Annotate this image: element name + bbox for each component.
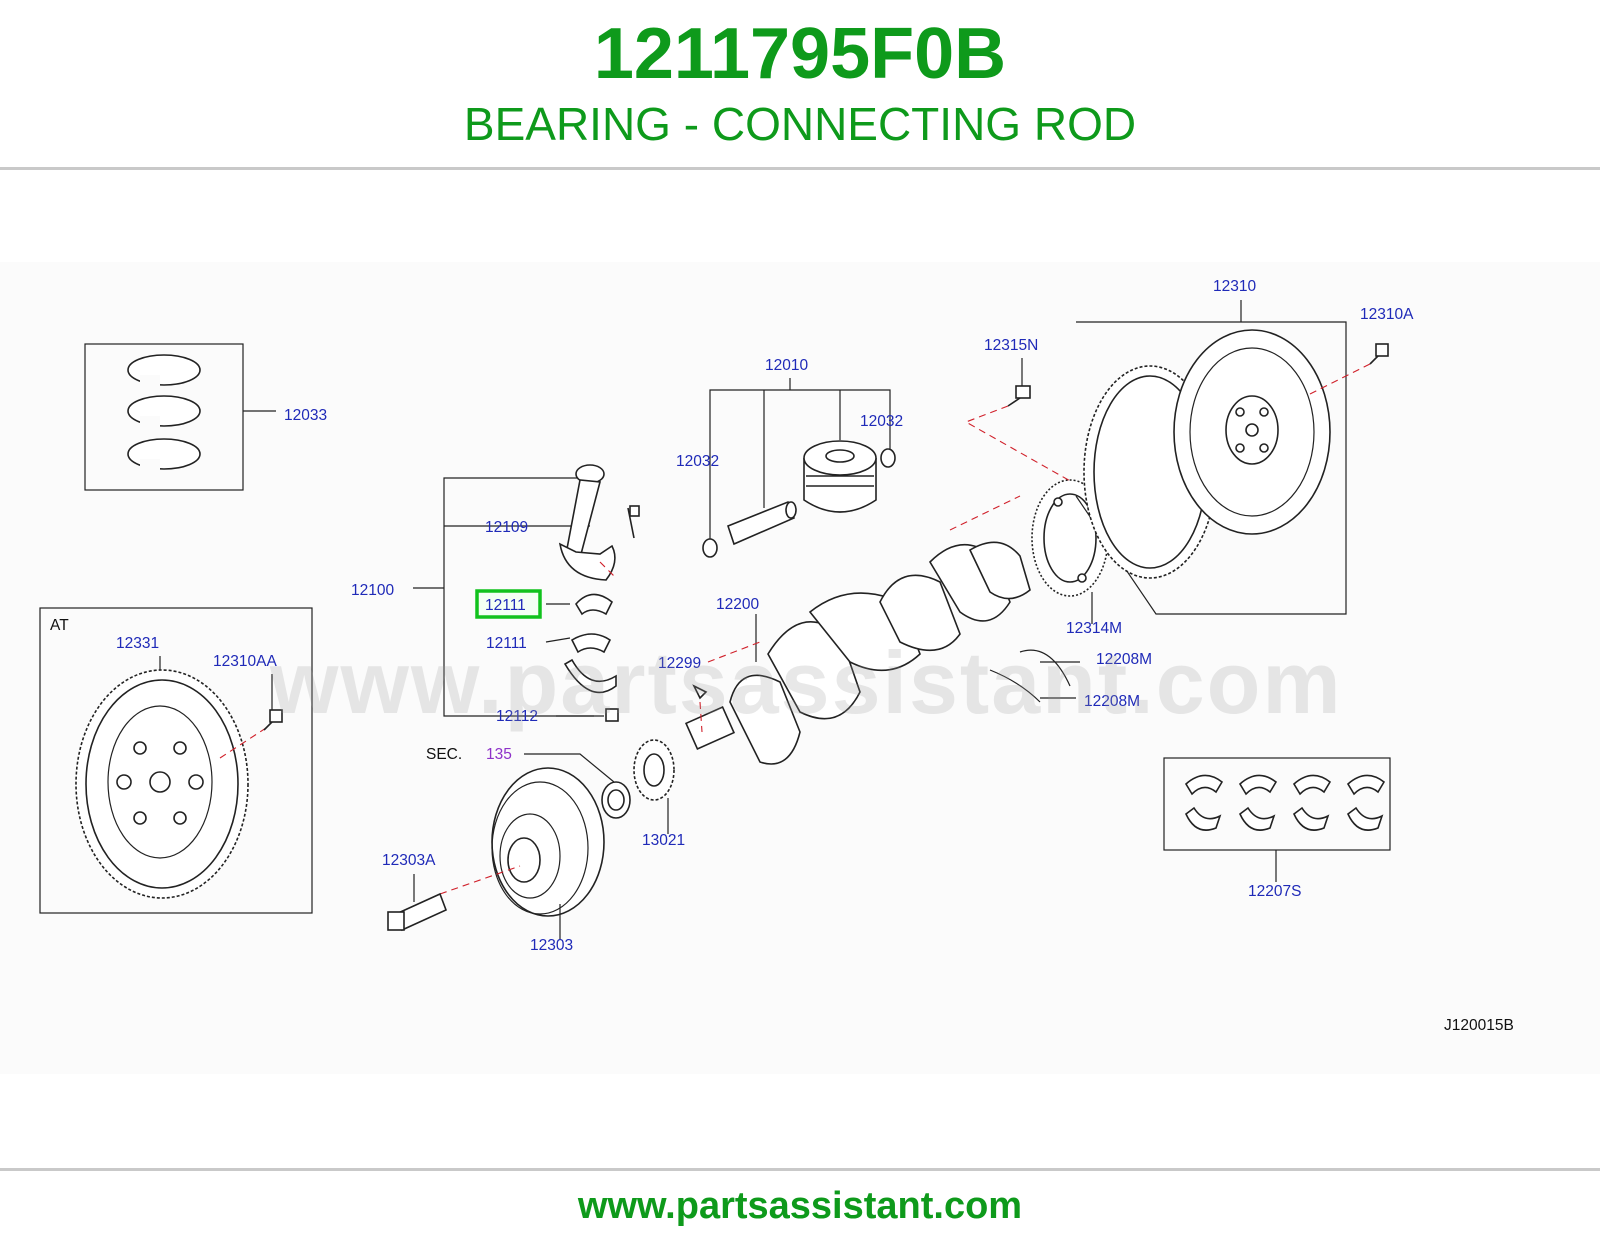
drive-plate bbox=[75, 669, 249, 899]
callout-12109[interactable]: 12109 bbox=[485, 519, 528, 536]
piston-group-bracket bbox=[709, 378, 891, 542]
callout-12299[interactable]: 12299 bbox=[658, 655, 701, 672]
footer-url-link[interactable]: www.partsassistant.com bbox=[577, 1185, 1023, 1227]
callout-12112[interactable]: 12112 bbox=[496, 708, 538, 725]
connecting-rod bbox=[558, 464, 640, 581]
highlighted-callout-box[interactable] bbox=[475, 589, 542, 619]
at-inset-label: AT bbox=[50, 617, 69, 634]
lower-bearing-shell bbox=[570, 633, 612, 654]
crank-pulley bbox=[491, 767, 605, 917]
rod-group-bracket bbox=[413, 477, 594, 717]
sec-number-link[interactable]: 135 bbox=[486, 746, 512, 763]
part-number-title: 1211795F0B bbox=[593, 14, 1007, 94]
flywheel-bolt bbox=[1007, 385, 1031, 407]
rod-guide-line bbox=[599, 561, 616, 578]
thrust-washer-upper bbox=[1019, 649, 1071, 687]
callout-12208M-upper[interactable]: 12208M bbox=[1096, 651, 1152, 668]
flywheel bbox=[1083, 329, 1331, 579]
parts-diagram: 12033 12100 12109 12111 12111 12112 1201… bbox=[0, 262, 1600, 1074]
callout-12032-left[interactable]: 12032 bbox=[676, 453, 719, 470]
callout-12314M[interactable]: 12314M bbox=[1066, 620, 1122, 637]
callout-13021[interactable]: 13021 bbox=[642, 832, 685, 849]
callout-12303[interactable]: 12303 bbox=[530, 937, 573, 954]
crank-timing-sprocket bbox=[633, 739, 675, 801]
footer-divider bbox=[0, 1168, 1600, 1171]
callout-12303A[interactable]: 12303A bbox=[382, 852, 436, 869]
callout-12111[interactable]: 12111 bbox=[486, 635, 527, 652]
callout-12207S[interactable]: 12207S bbox=[1248, 883, 1301, 900]
part-name-subtitle: BEARING - CONNECTING ROD bbox=[463, 98, 1137, 150]
callout-12310A[interactable]: 12310A bbox=[1360, 306, 1414, 323]
callout-12010[interactable]: 12010 bbox=[765, 357, 808, 374]
callout-12033[interactable]: 12033 bbox=[284, 407, 327, 424]
snap-ring-right bbox=[880, 448, 896, 468]
sec-prefix: SEC. bbox=[426, 746, 462, 763]
callout-12208M-lower[interactable]: 12208M bbox=[1084, 693, 1140, 710]
flywheel-bolt-a bbox=[1369, 343, 1389, 365]
at-inset-box bbox=[39, 607, 313, 914]
crank-guide-line bbox=[707, 641, 761, 663]
header-divider bbox=[0, 167, 1600, 170]
piston-ring-set bbox=[84, 343, 276, 491]
callout-12331[interactable]: 12331 bbox=[116, 635, 159, 652]
piston-pin bbox=[727, 500, 797, 546]
rod-nut bbox=[605, 708, 619, 722]
main-bearing-set bbox=[1163, 757, 1391, 882]
thrust-washer-lower bbox=[989, 669, 1041, 703]
callout-12111-highlighted[interactable]: 12111 bbox=[485, 597, 526, 614]
callout-12310[interactable]: 12310 bbox=[1213, 278, 1256, 295]
callout-12315N[interactable]: 12315N bbox=[984, 337, 1038, 354]
flywheel-box bbox=[1075, 321, 1347, 615]
drive-plate-bolt bbox=[263, 709, 283, 731]
snap-ring-left bbox=[702, 538, 718, 558]
crankshaft bbox=[684, 541, 1031, 765]
watermark: www.partsassistant.com bbox=[270, 633, 1343, 732]
crank-sprocket-spacer bbox=[601, 781, 631, 819]
woodruff-key bbox=[692, 684, 708, 700]
figure-code: J120015B bbox=[1444, 1017, 1514, 1034]
upper-bearing-shell bbox=[575, 593, 614, 616]
pulley-bolt bbox=[387, 892, 448, 932]
callout-12310AA[interactable]: 12310AA bbox=[213, 653, 277, 670]
callout-12100[interactable]: 12100 bbox=[351, 582, 394, 599]
callout-12032-right[interactable]: 12032 bbox=[860, 413, 903, 430]
piston bbox=[803, 440, 877, 513]
callout-12200[interactable]: 12200 bbox=[716, 596, 759, 613]
rod-cap bbox=[563, 658, 617, 694]
